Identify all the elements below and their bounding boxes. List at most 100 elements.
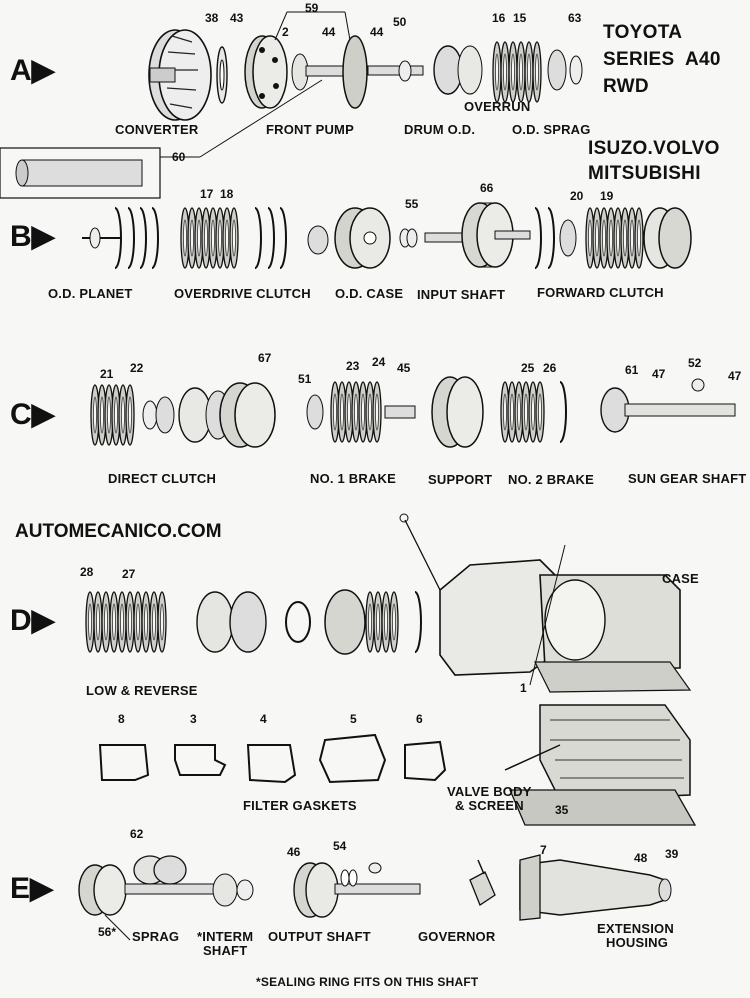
part-number: 44 xyxy=(322,25,336,39)
part-number: 47 xyxy=(652,367,666,381)
brand-line-1: TOYOTA xyxy=(603,22,683,43)
footnote: *SEALING RING FITS ON THIS SHAFT xyxy=(256,975,479,989)
row-c-marker: C▶ xyxy=(10,398,55,431)
output-shaft-drawing xyxy=(293,862,421,918)
leader-lines xyxy=(104,11,566,941)
label-od-case: O.D. CASE xyxy=(335,286,404,301)
part-number: 67 xyxy=(258,351,272,365)
label-overrun: OVERRUN xyxy=(464,99,531,114)
part-number: 26 xyxy=(543,361,557,375)
row-d-marker: D▶ xyxy=(10,604,55,637)
part-number: 48 xyxy=(634,851,648,865)
part-number: 7 xyxy=(540,843,547,857)
part-number: 62 xyxy=(130,827,144,841)
part-number: 24 xyxy=(372,355,386,369)
part-number: 21 xyxy=(100,367,114,381)
forward-clutch-drawing xyxy=(534,207,692,269)
label-filter-gaskets: FILTER GASKETS xyxy=(243,798,357,813)
transmission-case-drawing xyxy=(399,513,692,693)
brand-line-3: RWD xyxy=(603,76,649,97)
extension-housing-drawing xyxy=(519,854,672,921)
label-housing: HOUSING xyxy=(606,935,669,950)
part-number: 35 xyxy=(555,803,569,817)
part-number: 63 xyxy=(568,11,582,25)
part-number: 23 xyxy=(346,359,360,373)
row-a-parts xyxy=(0,29,583,199)
compatible-line-1: ISUZO.VOLVO xyxy=(588,138,720,159)
part-number: 50 xyxy=(393,15,407,29)
label-valve-body: VALVE BODY xyxy=(447,784,532,799)
part-number: 19 xyxy=(600,189,614,203)
sprag-drawing xyxy=(78,855,254,916)
label-interm-shaft: SHAFT xyxy=(203,943,248,958)
label-front-pump: FRONT PUMP xyxy=(266,122,354,137)
part-number: 27 xyxy=(122,567,136,581)
row-b-marker: B▶ xyxy=(10,220,55,253)
label-no1-brake: NO. 1 BRAKE xyxy=(310,471,396,486)
label-interm: *INTERM xyxy=(197,929,254,944)
part-number: 59 xyxy=(305,1,319,15)
part-number: 18 xyxy=(220,187,234,201)
part-number: 55 xyxy=(405,197,419,211)
row-b-parts xyxy=(82,202,692,269)
label-drum-od: DRUM O.D. xyxy=(404,122,476,137)
label-low-reverse: LOW & REVERSE xyxy=(86,683,198,698)
label-od-sprag: O.D. SPRAG xyxy=(512,122,591,137)
part-number: 43 xyxy=(230,11,244,25)
label-screen: & SCREEN xyxy=(455,798,524,813)
row-c-parts xyxy=(90,376,736,448)
low-reverse-drawing xyxy=(85,589,422,655)
direct-clutch-drawing xyxy=(90,382,276,448)
part-number: 51 xyxy=(298,372,312,386)
row-e-parts xyxy=(78,854,672,921)
part-number: 47 xyxy=(728,369,742,383)
label-case: CASE xyxy=(662,571,699,586)
governor-drawing xyxy=(469,859,496,906)
part-number: 2 xyxy=(282,25,289,39)
part-number: 60 xyxy=(172,150,186,164)
part-number: 39 xyxy=(665,847,679,861)
row-d-parts xyxy=(85,513,697,826)
overdrive-clutch-drawing xyxy=(180,207,287,269)
valve-body-drawing xyxy=(504,704,697,826)
sun-gear-shaft-drawing xyxy=(600,378,736,433)
part-number: 56* xyxy=(98,925,117,939)
part-number: 17 xyxy=(200,187,214,201)
website-label: AUTOMECANICO.COM xyxy=(15,521,222,542)
label-input-shaft: INPUT SHAFT xyxy=(417,287,506,302)
row-a-marker: A▶ xyxy=(10,54,55,87)
part-number: 1 xyxy=(520,681,527,695)
label-direct-clutch: DIRECT CLUTCH xyxy=(108,471,217,486)
od-case-drawing xyxy=(334,207,391,269)
no2-brake-drawing xyxy=(500,381,567,443)
part-number: 20 xyxy=(570,189,584,203)
compatible-line-2: MITSUBISHI xyxy=(588,163,701,184)
part-number: 28 xyxy=(80,565,94,579)
part-number: 66 xyxy=(480,181,494,195)
torque-converter-drawing xyxy=(148,29,212,121)
label-no2-brake: NO. 2 BRAKE xyxy=(508,472,594,487)
support-drawing xyxy=(431,376,484,448)
part-number: 22 xyxy=(130,361,144,375)
part-number: 52 xyxy=(688,356,702,370)
overrun-drum-drawing xyxy=(433,45,483,95)
label-overdrive-clutch: OVERDRIVE CLUTCH xyxy=(174,286,311,301)
label-governor: GOVERNOR xyxy=(418,929,496,944)
label-output-shaft: OUTPUT SHAFT xyxy=(268,929,371,944)
row-e-marker: E▶ xyxy=(10,872,54,905)
part-number: 5 xyxy=(350,712,357,726)
label-extension: EXTENSION xyxy=(597,921,674,936)
od-planet-drawing xyxy=(114,207,159,269)
part-number: 44 xyxy=(370,25,384,39)
label-support: SUPPORT xyxy=(428,472,493,487)
part-number: 25 xyxy=(521,361,535,375)
part-number: 46 xyxy=(287,845,301,859)
label-od-planet: O.D. PLANET xyxy=(48,286,133,301)
part-number: 4 xyxy=(260,712,267,726)
part-number: 16 xyxy=(492,11,506,25)
part-number: 8 xyxy=(118,712,125,726)
label-forward-clutch: FORWARD CLUTCH xyxy=(537,285,664,300)
label-sun-gear-shaft: SUN GEAR SHAFT xyxy=(628,471,747,486)
